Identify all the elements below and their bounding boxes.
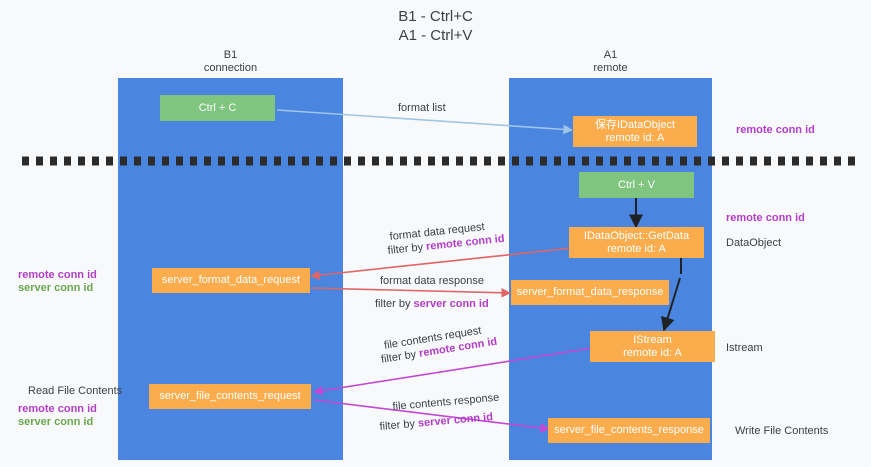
node-ctrl-v[interactable]: Ctrl + V [579, 172, 694, 198]
diagram-title: B1 - Ctrl+C A1 - Ctrl+V [0, 7, 871, 45]
edge-file-contents-response [313, 399, 550, 433]
node-server-format-data-response-label: server_format_data_response [516, 286, 664, 298]
column-header-b1-name: B1 [223, 49, 238, 61]
annotation-left-remote-conn-id-1: remote conn id [18, 269, 97, 281]
node-istream-remote-id: remote id: A [623, 346, 682, 359]
node-server-file-contents-request-label: server_file_contents_request [159, 390, 301, 402]
column-header-b1-sub: connection [203, 62, 258, 74]
node-istream[interactable]: IStream remote id: A [590, 331, 715, 362]
edge-response-to-istream [661, 277, 681, 332]
edge-file-contents-request [313, 347, 593, 396]
annotation-left-remote-conn-id-2: remote conn id [18, 403, 97, 415]
annotation-right-remote-conn-id-top: remote conn id [736, 124, 815, 136]
column-header-a1-sub: remote [593, 62, 628, 74]
annotation-right-istream: Istream [726, 342, 763, 354]
node-ctrl-c[interactable]: Ctrl + C [160, 95, 275, 121]
annotation-right-dataobject: DataObject [726, 237, 782, 249]
title-line-2: A1 - Ctrl+V [398, 27, 473, 44]
node-save-idataobject-remote-id: remote id: A [605, 131, 665, 144]
node-istream-label: IStream [633, 333, 672, 346]
column-header-b1: B1 connection [118, 49, 343, 75]
filter-prefix: filter by [375, 298, 414, 310]
node-server-format-data-response[interactable]: server_format_data_response [511, 280, 669, 305]
node-server-file-contents-response-label: server_file_contents_response [554, 424, 704, 436]
annotation-right-write-file-contents: Write File Contents [735, 425, 829, 437]
edge-format-data-response [310, 287, 511, 298]
edge-format-data-request [310, 247, 573, 280]
node-server-format-data-request[interactable]: server_format_data_request [152, 268, 310, 293]
annotation-left-server-conn-id-1: server conn id [18, 282, 94, 294]
node-server-format-data-request-label: server_format_data_request [161, 274, 301, 286]
column-header-a1: A1 remote [509, 49, 712, 75]
column-header-a1-name: A1 [603, 49, 618, 61]
edge-label-format-data-response: format data response [380, 275, 484, 287]
filter-key-server-conn-id: server conn id [413, 298, 489, 310]
node-idataobject-getdata-label: IDataObject::GetData [583, 229, 690, 242]
annotation-left-read-file-contents: Read File Contents [28, 385, 123, 397]
node-server-file-contents-request[interactable]: server_file_contents_request [149, 384, 311, 409]
node-ctrl-c-label: Ctrl + C [198, 101, 237, 114]
node-ctrl-v-label: Ctrl + V [618, 178, 655, 191]
node-server-file-contents-response[interactable]: server_file_contents_response [548, 418, 710, 443]
node-idataobject-getdata[interactable]: IDataObject::GetData remote id: A [569, 227, 704, 258]
node-save-idataobject[interactable]: 保存IDataObject remote id: A [573, 116, 697, 147]
annotation-right-remote-conn-id-mid: remote conn id [726, 212, 805, 224]
annotation-left-server-conn-id-2: server conn id [18, 416, 94, 428]
edge-label-format-list: format list [398, 102, 446, 114]
edge-label-format-data-response-filter: filter by server conn id [375, 297, 489, 311]
node-idataobject-getdata-remote-id: remote id: A [607, 242, 666, 255]
edge-format-list [276, 109, 573, 135]
node-save-idataobject-label: 保存IDataObject [594, 118, 676, 131]
title-line-1: B1 - Ctrl+C [398, 8, 473, 25]
